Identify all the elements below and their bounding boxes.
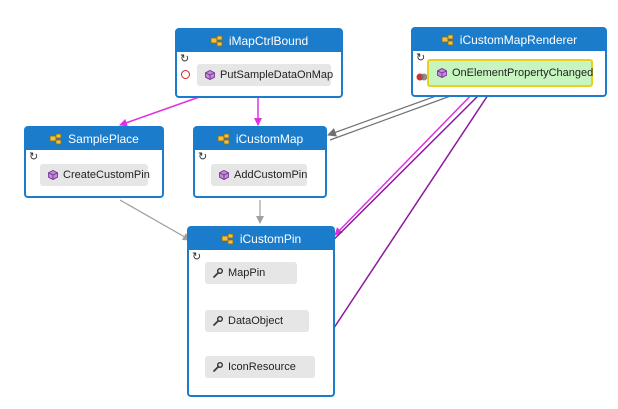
- node-body: ↻ MapPin DataObject IconResource: [189, 250, 333, 378]
- member-addcustompin[interactable]: AddCustomPin: [211, 164, 307, 186]
- member-label: AddCustomPin: [234, 169, 308, 181]
- node-icustommap[interactable]: iCustomMap ↻ AddCustomPin: [193, 126, 327, 198]
- node-header: iCustomMap: [195, 128, 325, 150]
- edge-renderer-iconresource: [317, 85, 495, 353]
- node-header: iCustomMapRenderer: [413, 29, 605, 51]
- member-dataobject[interactable]: DataObject: [205, 310, 309, 332]
- member-label: MapPin: [228, 267, 266, 279]
- member-label: OnElementPropertyChanged: [452, 67, 594, 79]
- refresh-icon: ↻: [180, 53, 190, 65]
- node-body: ↻ PutSampleDataOnMap: [177, 52, 341, 86]
- member-label: DataObject: [228, 315, 284, 327]
- node-header: SamplePlace: [26, 128, 162, 150]
- member-mappin[interactable]: MapPin: [205, 262, 297, 284]
- node-header: iMapCtrlBound: [177, 30, 341, 52]
- member-createcustompin[interactable]: CreateCustomPin: [40, 164, 150, 186]
- class-icon: [221, 233, 235, 245]
- node-title: iMapCtrlBound: [228, 34, 309, 48]
- node-icustommaprenderer[interactable]: iCustomMapRenderer ↻ OnElementPropertyCh…: [411, 27, 607, 97]
- class-icon: [210, 35, 224, 47]
- member-label: IconResource: [228, 361, 296, 373]
- node-body: ↻ OnElementPropertyChanged: [413, 51, 605, 87]
- refresh-icon: ↻: [198, 151, 208, 163]
- member-label: CreateCustomPin: [63, 169, 150, 181]
- override-icon: [416, 69, 428, 87]
- wrench-icon: [213, 268, 223, 278]
- class-icon: [49, 133, 63, 145]
- node-icustompin[interactable]: iCustomPin ↻ MapPin DataObject IconResou…: [187, 226, 335, 397]
- edge-sampleplace-icustompin: [119, 199, 191, 241]
- class-icon: [441, 34, 455, 46]
- node-body: ↻ CreateCustomPin: [26, 150, 162, 186]
- method-cube-icon: [48, 170, 58, 180]
- node-body: ↻ AddCustomPin: [195, 150, 325, 186]
- unused-circle-icon: [181, 70, 190, 79]
- edge-imapctrlbound-sampleplace: [119, 94, 206, 127]
- node-title: iCustomMap: [235, 132, 304, 146]
- refresh-icon: ↻: [192, 251, 202, 263]
- wrench-icon: [213, 316, 223, 326]
- class-icon: [217, 133, 231, 145]
- method-cube-icon: [437, 68, 447, 78]
- edge-renderer-icustompin: [334, 85, 481, 236]
- method-cube-icon: [219, 170, 229, 180]
- wrench-icon: [213, 362, 223, 372]
- method-cube-icon: [205, 70, 215, 80]
- node-title: SamplePlace: [68, 132, 139, 146]
- node-imapctrlbound[interactable]: iMapCtrlBound ↻ PutSampleDataOnMap: [175, 28, 343, 98]
- member-onelementpropertychanged[interactable]: OnElementPropertyChanged: [427, 59, 593, 87]
- refresh-icon: ↻: [416, 52, 426, 64]
- member-iconresource[interactable]: IconResource: [205, 356, 315, 378]
- node-sampleplace[interactable]: SamplePlace ↻ CreateCustomPin: [24, 126, 164, 198]
- member-putsampledataonmap[interactable]: PutSampleDataOnMap: [197, 64, 334, 86]
- member-label: PutSampleDataOnMap: [220, 69, 334, 81]
- refresh-icon: ↻: [29, 151, 39, 163]
- node-title: iCustomMapRenderer: [459, 33, 578, 47]
- node-title: iCustomPin: [239, 232, 302, 246]
- node-header: iCustomPin: [189, 228, 333, 250]
